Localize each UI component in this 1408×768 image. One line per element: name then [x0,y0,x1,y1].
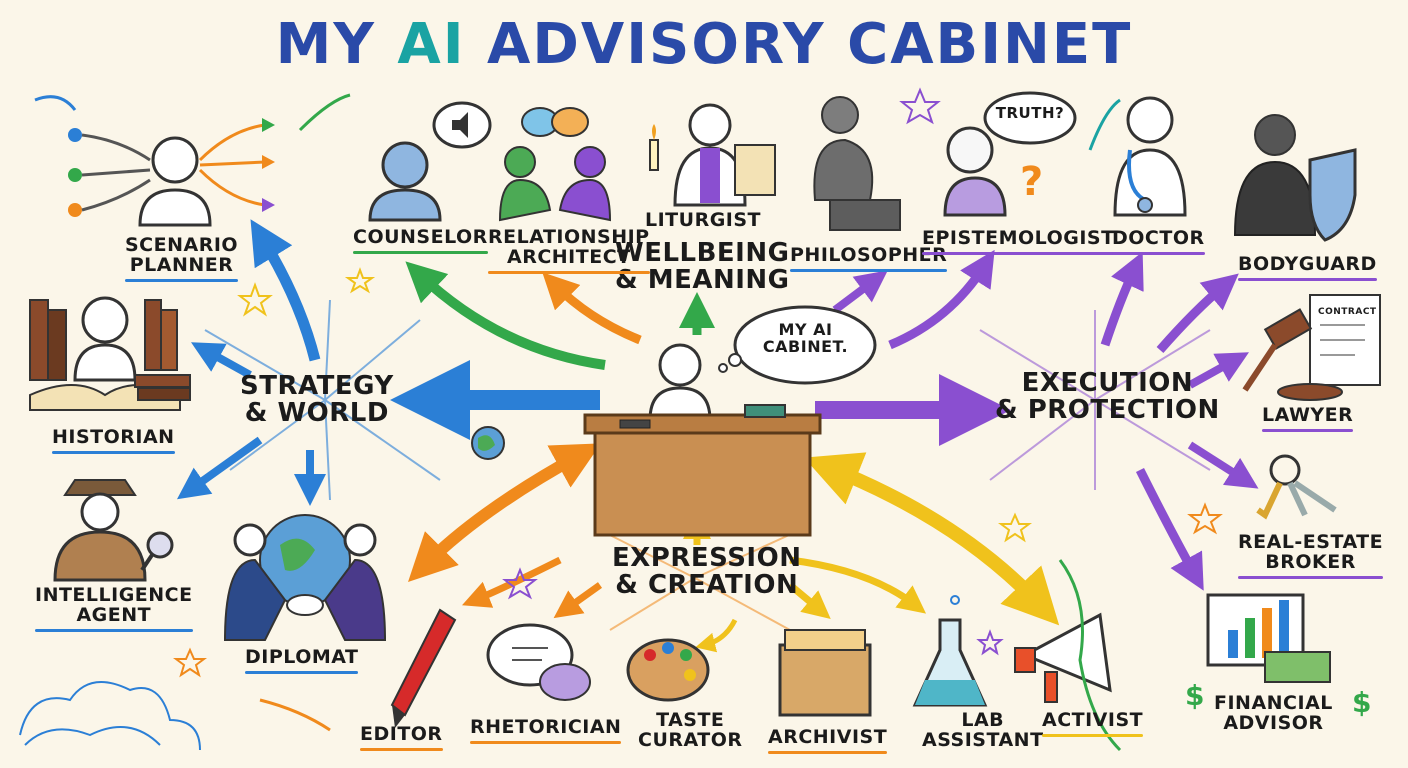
role-epistemologist: EPISTEMOLOGIST [922,228,1115,255]
dollar-sign-icon: $ [1185,679,1204,712]
question-mark-icon: ? [1020,159,1043,205]
arrow-to-rhetorician [553,582,603,619]
role-archivist: ARCHIVIST [768,727,888,754]
arrow-to-historian [191,342,252,379]
role-doctor: DOCTOR [1112,228,1205,255]
diplomat-figure [223,514,387,641]
arrow-to-taste-curator [695,618,738,653]
editor-figure [390,608,457,728]
truth-bubble-text: TRUTH? [995,104,1065,122]
archivist-figure [778,629,872,717]
bodyguard-figure [1233,114,1357,242]
arrow-to-relationship-architect [542,272,642,345]
role-liturgist: LITURGIST [645,209,762,231]
financial-advisor-figure [1206,593,1331,683]
arrow-to-bodyguard [1156,273,1239,353]
lawyer-figure [1242,294,1381,401]
contract-label: CONTRACT [1318,307,1377,317]
arrow-to-doctor [1100,251,1144,347]
role-philosopher: PHILOSOPHER [790,245,948,272]
activist-figure [1014,612,1112,703]
dollar-sign-icon: $ [1352,686,1371,719]
arrow-to-financial [1135,467,1204,591]
philosopher-figure [813,96,901,231]
role-historian: HISTORIAN [52,427,175,454]
center-figure [583,343,822,537]
real-estate-broker-figure [1256,454,1337,520]
arrow-to-scenario-planner [250,219,321,362]
arrow-to-lawyer [1188,352,1249,389]
role-counselor: COUNSELOR [353,227,488,254]
lab-assistant-figure [912,595,988,707]
arrow-to-editor [462,556,562,608]
doctor-figure [1113,96,1187,217]
intelligence-agent-figure [53,479,174,582]
hub-execution: EXECUTION& PROTECTION [995,368,1220,426]
historian-figure [29,296,191,411]
decorative-globe [471,426,505,460]
liturgist-figure [649,103,776,207]
expression-hub-burst [599,529,801,631]
decorative-stars [173,87,1223,678]
scenario-planner-figure [68,118,275,227]
role-rhetorician: RHETORICIAN [470,717,622,744]
role-activist: ACTIVIST [1042,710,1144,737]
arrow-to-intelligence [176,436,263,500]
arrow-double-orange [408,443,602,582]
role-lawyer: LAWYER [1262,405,1354,432]
arrow-double-yellow [804,452,1060,626]
arrow-to-lab [789,556,927,614]
decorative-clouds [19,681,201,751]
relationship-architect-figure [498,107,612,222]
arrow-to-real-estate [1187,441,1259,489]
thought-bubble-text: MY AI CABINET. [762,320,849,356]
taste-curator-figure [626,638,710,702]
role-bodyguard: BODYGUARD [1238,254,1377,281]
epistemologist-figure [943,91,1077,217]
decorative-squiggles [34,93,1122,752]
hub-wellbeing: WELLBEING& MEANING [615,238,790,296]
role-diplomat: DIPLOMAT [245,647,359,674]
arrow-to-philosopher [832,270,888,314]
hub-expression: EXPRESSION& CREATION [612,543,802,601]
arrow-to-counselor [405,261,606,370]
arrow-to-archivist [787,582,831,619]
arrow-to-epistemologist [888,249,995,350]
thought-bubble [718,305,877,385]
rhetorician-figure [486,623,591,701]
page-title: MY AI ADVISORY CABINET [275,12,1133,77]
hub-strategy: STRATEGY& WORLD [240,371,394,429]
role-editor: EDITOR [360,724,443,751]
counselor-figure [368,101,492,222]
